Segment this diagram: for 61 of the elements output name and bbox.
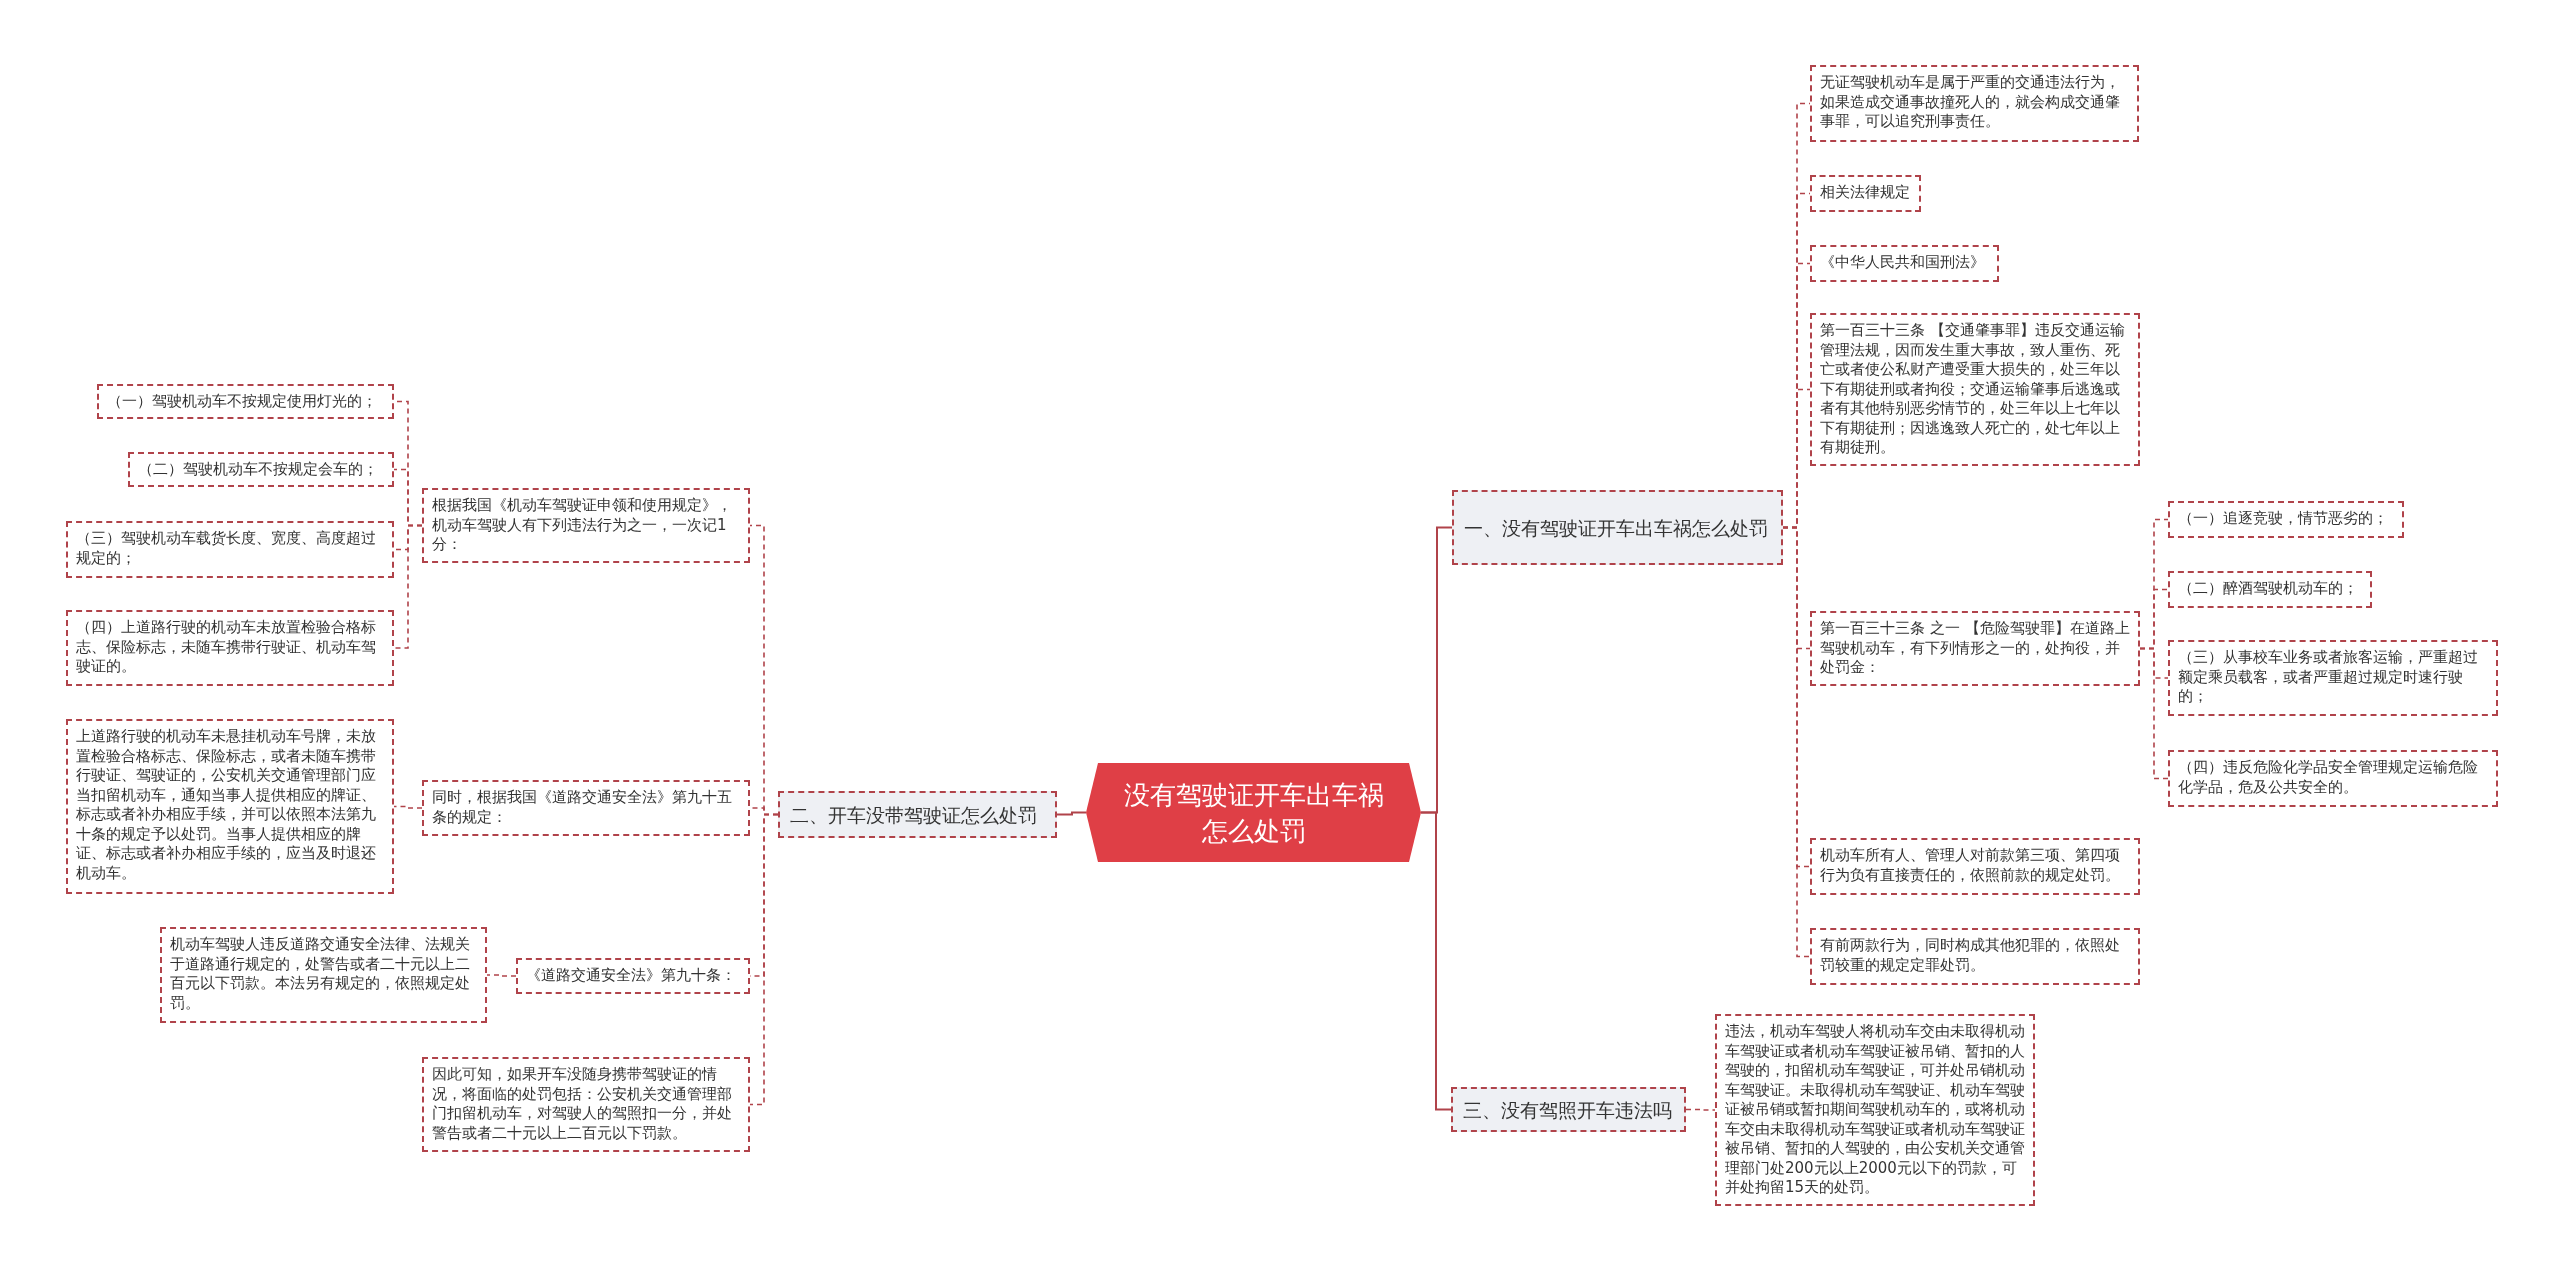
subtopic-box	[1810, 175, 1921, 212]
subtopic-box	[66, 521, 394, 578]
topic-box	[778, 791, 1057, 838]
subtopic-box	[1810, 65, 2139, 142]
central-topic-text: 没有驾驶证开车出车祸怎么处罚	[1122, 778, 1385, 848]
subtopic-text: 机动车所有人、管理人对前款第三项、第四项行为负有直接责任的，依照前款的规定处罚。	[1820, 846, 2120, 884]
subtopic-text: （三）驾驶机动车载货长度、宽度、高度超过规定的；	[76, 529, 376, 567]
connector-line	[2139, 647, 2169, 780]
subtopic-text: 同时，根据我国《道路交通安全法》第九十五条的规定：	[432, 788, 732, 826]
subtopic-box	[1715, 1014, 2035, 1206]
subtopic-box	[1810, 611, 2140, 686]
subtopic-box	[422, 780, 750, 836]
subtopic-text: 上道路行驶的机动车未悬挂机动车号牌，未放置检验合格标志、保险标志，或者未随车携带行驶证、驾驶证的，公安机关交通管理部门应当扣留机动车，通知当事人提供相应的牌证、标志或者补办相应手续，并可以依照本法第九十条的规定予以处罚。当事人提供相应的牌证、标志或者补办相应手续的，应当及时退还机动车。	[76, 727, 376, 882]
connector-line	[749, 813, 779, 1106]
connector-line	[1782, 526, 1811, 958]
subtopic-text: （二）醉酒驾驶机动车的；	[2178, 579, 2358, 597]
subtopic-text: （三）从事校车业务或者旅客运输，严重超过额定乘员载客，或者严重超过规定时速行驶的；	[2178, 648, 2478, 705]
subtopic-box	[422, 1057, 750, 1152]
subtopic-box	[422, 488, 750, 563]
central-topic-hexagon	[1086, 763, 1421, 862]
subtopic-box	[160, 927, 487, 1023]
subtopic-box	[66, 610, 394, 686]
subtopic-text: （一）驾驶机动车不按规定使用灯光的；	[107, 392, 377, 410]
connector-line	[1056, 811, 1087, 816]
subtopic-box	[97, 384, 394, 419]
subtopic-box	[2168, 640, 2498, 716]
subtopic-text: 有前两款行为，同时构成其他犯罪的，依照处罚较重的规定定罪处罚。	[1820, 936, 2120, 974]
subtopic-text: （二）驾驶机动车不按规定会车的；	[138, 460, 378, 478]
subtopic-text: 《中华人民共和国刑法》	[1820, 253, 1985, 271]
subtopic-text: 违法，机动车驾驶人将机动车交由未取得机动车驾驶证或者机动车驾驶证被吊销、暂扣的人驾驶的，扣留机动车驾驶证，可并处吊销机动车驾驶证。未取得机动车驾驶证、机动车驾驶证被吊销或暂扣期间驾驶机动车的，或将机动车交由未取得机动车驾驶证或者机动车驾驶证被吊销、暂扣的人驾驶的，由公安机关交通管理部门处200元以上2000元以下的罚款，可并处拘留15天的处罚。	[1725, 1022, 2025, 1196]
subtopic-box	[1810, 928, 2140, 985]
subtopic-box	[2168, 501, 2404, 538]
subtopic-text: 相关法律规定	[1820, 183, 1910, 201]
subtopic-text: 根据我国《机动车驾驶证申领和使用规定》，机动车驾驶人有下列违法行为之一，一次记1分：	[432, 496, 732, 553]
subtopic-box	[128, 452, 394, 487]
topic-text: 二、开车没带驾驶证怎么处罚	[790, 802, 1037, 828]
subtopic-box	[1810, 313, 2140, 466]
topic-box	[1451, 1087, 1686, 1132]
subtopic-text: 因此可知，如果开车没随身携带驾驶证的情况，将面临的处罚包括：公安机关交通管理部门扣留机动车，对驾驶人的驾照扣一分，并处警告或者二十元以上二百元以下罚款。	[432, 1065, 732, 1142]
connector-line	[1420, 811, 1452, 1111]
connector-line	[486, 974, 517, 977]
connector-line	[1685, 1108, 1716, 1111]
subtopic-text: （一）追逐竞驶，情节恶劣的；	[2178, 509, 2388, 527]
subtopic-text: （四）上道路行驶的机动车未放置检验合格标志、保险标志，未随车携带行驶证、机动车驾驶证的。	[76, 618, 376, 675]
subtopic-text: 第一百三十三条 【交通肇事罪】违反交通运输管理法规，因而发生重大事故，致人重伤、死亡或者使公私财产遭受重大损失的，处三年以下有期徒刑或者拘役；交通运输肇事后逃逸或者有其他特别恶劣情节的，处三年以上七年以下有期徒刑；因逃逸致人死亡的，处七年以上有期徒刑。	[1820, 321, 2125, 456]
topic-box	[1452, 490, 1783, 565]
topic-text: 三、没有驾照开车违法吗	[1463, 1097, 1672, 1123]
subtopic-text: 第一百三十三条 之一 【危险驾驶罪】在道路上驾驶机动车，有下列情形之一的，处拘役，并处罚金：	[1820, 619, 2130, 676]
subtopic-box	[2168, 571, 2372, 608]
subtopic-box	[1810, 838, 2140, 895]
subtopic-box	[66, 719, 394, 894]
subtopic-text: 无证驾驶机动车是属于严重的交通违法行为，如果造成交通事故撞死人的，就会构成交通肇事罪，可以追究刑事责任。	[1820, 73, 2120, 130]
connector-line	[393, 805, 423, 809]
subtopic-text: 机动车驾驶人违反道路交通安全法律、法规关于道路通行规定的，处警告或者二十元以上二百元以下罚款。本法另有规定的，依照规定处罚。	[170, 935, 470, 1012]
subtopic-text: （四）违反危险化学品安全管理规定运输危险化学品，危及公共安全的。	[2178, 758, 2478, 796]
topic-text: 一、没有驾驶证开车出车祸怎么处罚	[1464, 515, 1768, 541]
subtopic-box	[2168, 750, 2498, 807]
subtopic-box	[1810, 245, 1999, 282]
subtopic-text: 《道路交通安全法》第九十条：	[526, 966, 736, 984]
connector-line	[393, 524, 423, 649]
subtopic-box	[516, 958, 750, 994]
